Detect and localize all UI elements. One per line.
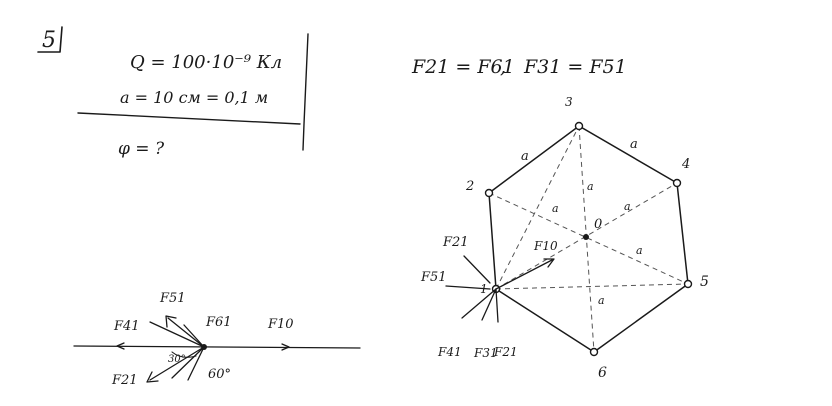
force-angle-arc [171, 351, 197, 358]
force-vector-f51-in [445, 285, 491, 290]
vertex-label-6: 6 [598, 365, 607, 381]
side-label-diag-c: a [624, 200, 631, 213]
force-label-f21: F21 [111, 373, 138, 388]
vertex-label-4: 4 [681, 157, 690, 172]
force-vector-f10-head [543, 258, 555, 268]
diagonal-1-3 [495, 125, 580, 290]
force-vector-f51-head [165, 315, 177, 328]
vertex-label-5: 5 [700, 274, 709, 290]
diagonal-3-6 [578, 125, 595, 353]
vertex-2 [484, 188, 494, 198]
force-arrow-left [116, 342, 125, 350]
force-label-f21-bottom: F21 [493, 345, 518, 359]
side-label-23: a [521, 149, 529, 164]
force-label-f51: F51 [420, 270, 447, 285]
force-label-f31: F31 [473, 346, 498, 360]
side-label-diag-b: a [552, 202, 559, 215]
force-vector-f41 [149, 346, 205, 381]
charge-value: Q = 100·10⁻⁹ Кл [130, 52, 282, 73]
force-diagram: F51 F41 F61 F10 F21 60° 30° [73, 291, 361, 388]
force-label-f41: F41 [113, 319, 140, 334]
force-vector-f21-down [495, 288, 499, 323]
side-label-diag-d: a [636, 244, 643, 257]
force-vector-f51 [167, 317, 205, 348]
force-axis-line [73, 345, 361, 349]
vertex-5 [683, 279, 693, 289]
force-label-f10: F10 [533, 239, 558, 253]
force-label-f21-top: F21 [442, 235, 469, 250]
problem-given: 5 Q = 100·10⁻⁹ Кл a = 10 см = 0,1 м φ = … [37, 26, 309, 159]
vertex-label-2: 2 [465, 179, 474, 194]
force-equalities: F21 = F61 , F31 = F51 [411, 56, 627, 78]
equality-separator: , [500, 56, 506, 78]
hexagon-figure: 3 4 5 6 2 1 0 a a a a a a a F21 F51 F10 … [420, 95, 709, 381]
force-vector-f51b [149, 321, 205, 348]
diagonal-1-5 [495, 283, 689, 290]
diagonal-1-4 [495, 182, 678, 290]
force-angle-label: 60° [208, 367, 231, 382]
problem-number: 5 [42, 28, 56, 53]
side-length-value: a = 10 см = 0,1 м [120, 88, 268, 107]
given-separator-line [77, 112, 301, 125]
force-vector-f41-head [146, 371, 159, 383]
force-vector-f10 [495, 259, 553, 290]
force-vector-down-1 [171, 346, 205, 379]
vertex-3 [574, 121, 584, 131]
equality-2: F31 = F51 [523, 56, 627, 78]
force-vector-f41 [461, 288, 497, 319]
vertex-1-forces [445, 255, 555, 323]
force-vector-f61 [183, 324, 205, 348]
force-label-f51: F51 [159, 291, 186, 306]
unknown-value: φ = ? [118, 139, 165, 159]
center-point [583, 234, 589, 240]
force-label-f61: F61 [205, 315, 232, 330]
force-vector-f21-in [463, 255, 491, 284]
side-label-diag-e: a [598, 294, 605, 307]
vertex-label-3: 3 [565, 95, 573, 109]
force-small-angle-label: 30° [168, 354, 186, 365]
side-label-diag-a: a [587, 180, 594, 193]
force-label-f10: F10 [267, 317, 294, 332]
center-label: 0 [594, 217, 602, 232]
side-label-34: a [630, 137, 638, 152]
force-arrow-right [281, 343, 290, 351]
force-vector-down-2 [187, 346, 205, 381]
force-label-f41: F41 [437, 345, 462, 359]
force-vector-f31 [481, 288, 497, 321]
vertex-6 [589, 347, 599, 357]
vertex-4 [672, 178, 682, 188]
problem-number-box [37, 26, 63, 53]
given-vertical-line [302, 33, 309, 151]
equality-1: F21 = F61 [411, 56, 515, 78]
